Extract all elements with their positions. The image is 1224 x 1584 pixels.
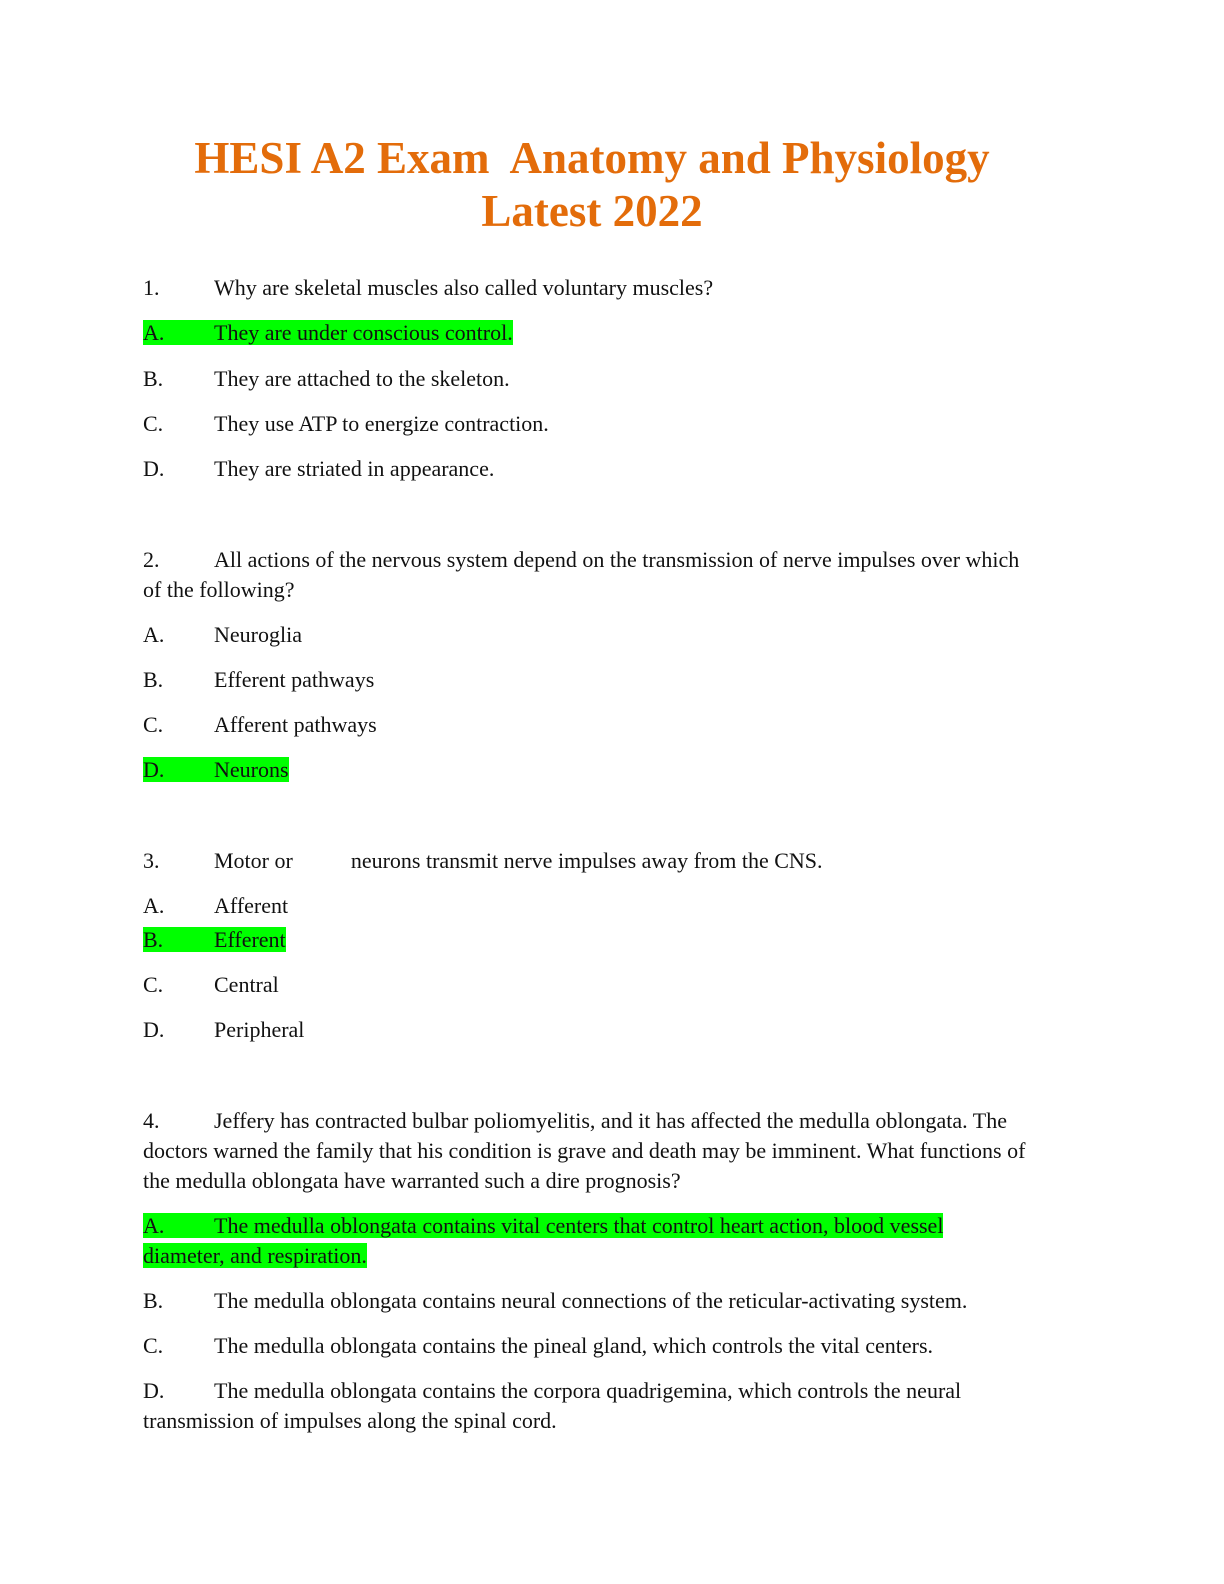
option-text: Efferent pathways (214, 667, 375, 692)
option-letter: A. (143, 622, 165, 647)
option-text: Peripheral (214, 1017, 305, 1042)
document-title: HESI A2 Exam Anatomy and Physiology Late… (0, 132, 1184, 238)
option-text: They are striated in appearance. (214, 456, 495, 481)
title-line-2: Latest 2022 (481, 186, 703, 236)
option-letter: C. (143, 972, 164, 997)
q1-option-a: A. They are under conscious control. (143, 318, 513, 348)
q4-option-b: B. The medulla oblongata contains neural … (143, 1286, 967, 1316)
option-letter: B. (143, 927, 164, 952)
option-letter: A. (143, 320, 165, 345)
option-letter: D. (143, 456, 165, 481)
option-text: They are under conscious control. (214, 320, 513, 345)
option-text: Efferent (214, 927, 286, 952)
option-letter: A. (143, 1213, 165, 1238)
option-letter: D. (143, 1378, 165, 1403)
q2-option-b: B. Efferent pathways (143, 665, 374, 695)
option-letter: C. (143, 411, 164, 436)
q1-option-c: C. They use ATP to energize contraction. (143, 409, 549, 439)
option-letter: B. (143, 667, 164, 692)
option-text: Neurons (214, 757, 289, 782)
q3-option-c: C. Central (143, 970, 279, 1000)
option-text: They use ATP to energize contraction. (214, 411, 549, 436)
question-number: 3. (143, 848, 160, 873)
option-text: Afferent (214, 893, 289, 918)
q2-option-a: A. Neuroglia (143, 620, 302, 650)
question-text-part2: neurons transmit nerve impulses away fro… (350, 848, 823, 873)
option-text: Neuroglia (214, 622, 302, 647)
q3-option-a: A. Afferent (143, 891, 288, 921)
question-2: 2.All actions of the nervous system depe… (143, 545, 1028, 605)
q4-option-c: C. The medulla oblongata contains the pin… (143, 1331, 933, 1361)
q2-option-c: C. Afferent pathways (143, 710, 377, 740)
q4-option-d: D.The medulla oblongata contains the cor… (143, 1376, 1028, 1436)
question-text: All actions of the nervous system depend… (143, 547, 1020, 602)
question-4: 4.Jeffery has contracted bulbar poliomye… (143, 1106, 1043, 1196)
q1-option-b: B. They are attached to the skeleton. (143, 364, 510, 394)
option-text: The medulla oblongata contains neural co… (214, 1288, 968, 1313)
title-line-1: HESI A2 Exam Anatomy and Physiology (194, 133, 990, 183)
option-letter: B. (143, 1288, 164, 1313)
question-text: Jeffery has contracted bulbar poliomyeli… (143, 1108, 1026, 1193)
option-text: The medulla oblongata contains vital cen… (143, 1213, 944, 1268)
q3-option-b: B. Efferent (143, 925, 286, 955)
option-letter: C. (143, 712, 164, 737)
question-1: 1. Why are skeletal muscles also called v… (143, 273, 713, 303)
option-text: They are attached to the skeleton. (214, 366, 510, 391)
option-letter: A. (143, 893, 165, 918)
q3-option-d: D. Peripheral (143, 1015, 304, 1045)
option-text: Afferent pathways (214, 712, 377, 737)
option-text: Central (214, 972, 279, 997)
question-number: 4. (143, 1108, 160, 1133)
option-letter: B. (143, 366, 164, 391)
question-number: 2. (143, 547, 160, 572)
q4-option-a: A.The medulla oblongata contains vital c… (143, 1211, 1023, 1271)
question-text-part1: Motor or (214, 848, 293, 873)
question-number: 1. (143, 275, 160, 300)
q1-option-d: D. They are striated in appearance. (143, 454, 494, 484)
q2-option-d: D. Neurons (143, 755, 289, 785)
option-letter: D. (143, 757, 165, 782)
option-text: The medulla oblongata contains the pinea… (214, 1333, 934, 1358)
question-text: Why are skeletal muscles also called vol… (214, 275, 714, 300)
option-letter: C. (143, 1333, 164, 1358)
option-letter: D. (143, 1017, 165, 1042)
question-3: 3. Motor or neurons transmit nerve impulse… (143, 846, 823, 876)
option-text: The medulla oblongata contains the corpo… (143, 1378, 962, 1433)
